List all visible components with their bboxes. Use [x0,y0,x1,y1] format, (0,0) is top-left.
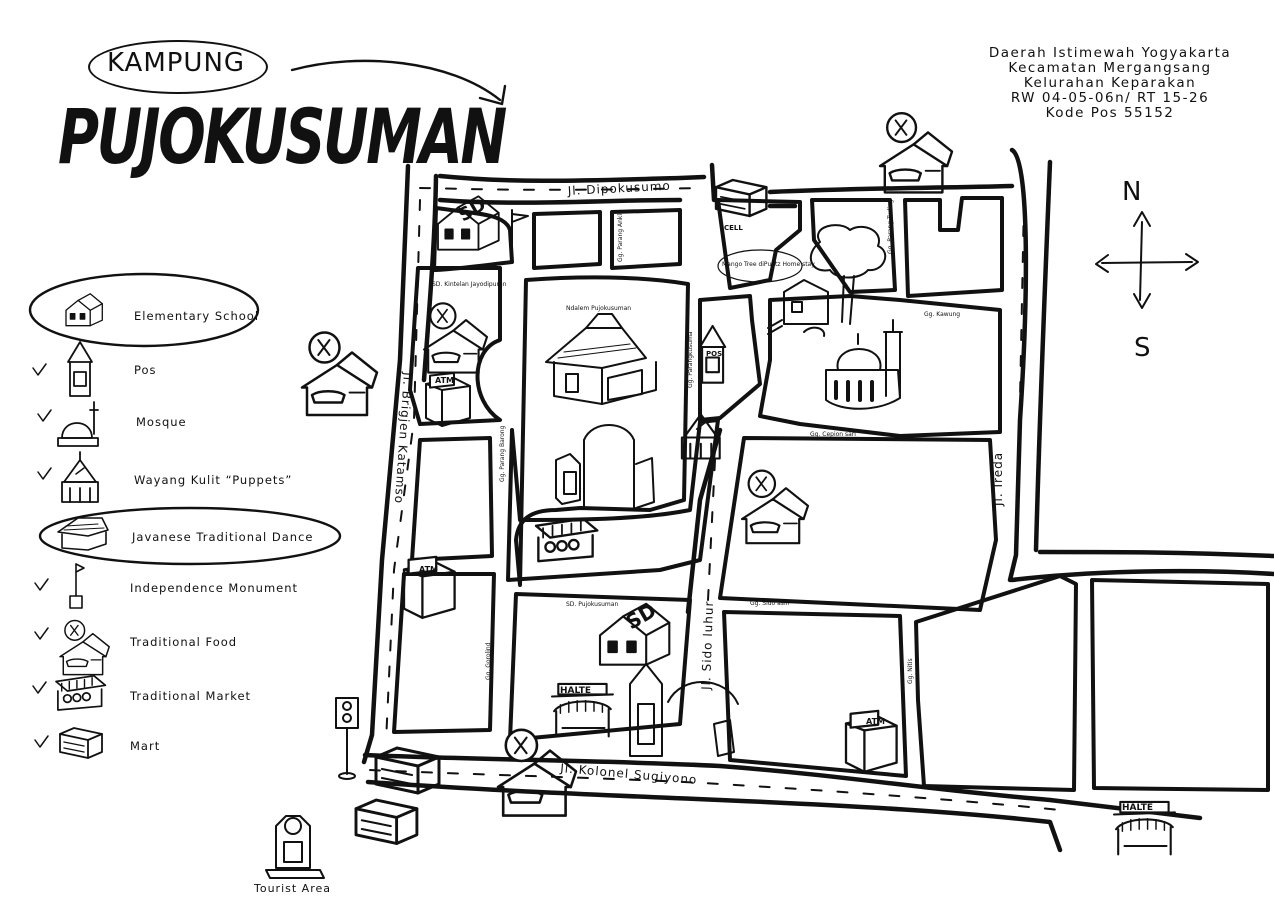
legend-item-label: Independence Monument [130,581,298,595]
road-centerlines [369,187,1061,811]
legend-item-label: Traditional Market [129,689,251,703]
legend [28,272,342,760]
check-icon [34,578,49,591]
check-icon [34,627,49,640]
legend-item-label: Elementary School [134,309,259,323]
address-line: Kelurahan Keparakan [1023,75,1197,91]
address-line: RW 04-05-06n/ RT 15-26 [1010,90,1210,106]
homestay-icon [767,279,829,337]
legend-item-label: Pos [134,363,157,377]
legend-mosque-icon [57,401,99,447]
sign-atm: ATM [866,717,885,726]
legend-mart-icon [58,726,104,760]
label-mango: Mango Tree diPuntz Home stay [722,261,815,268]
legend-highlight-oval [28,272,260,348]
sign-halte: HALTE [1122,803,1153,813]
ndalem-pendopo-icon [545,313,657,405]
label-gg-gorolind: Gg. Gorolind [485,642,492,680]
title-kampung-text: KAMPUNG [106,48,246,78]
food-icon [740,469,810,545]
address-line: Kecamatan Mergangsang [1008,60,1212,76]
speech-bubble [717,249,803,283]
sign-atm: ATM [435,376,454,385]
legend-food-icon [59,619,111,676]
title-kampung-badge: KAMPUNG [88,40,268,94]
sign-halte: HALTE [560,686,591,696]
label-gg-sido-asih: Gg. Sido asih [750,600,790,607]
sign-atm: ATM [419,565,438,574]
sign-cell: CELL [724,224,743,232]
street-label-dipokusumo: Jl. Dipokusumo [566,179,671,198]
legend-pendopo-icon [57,517,109,551]
mart-icon [354,798,419,846]
food-icon [300,331,379,417]
legend-wayang-icon [60,450,100,504]
street-label-ireda: Jl. Ireda [991,452,1005,507]
legend-highlight-oval [38,506,342,566]
tourist-kiosk-icon [265,815,325,879]
label-tourist-area: Tourist Area [253,882,331,895]
landmarks [265,111,1177,879]
sign-sd: SD [622,598,661,634]
legend-monument-icon [69,563,85,609]
mosque-icon [825,319,903,410]
market-icon [534,517,599,563]
gate-icon [629,663,739,757]
legend-labels: Elementary School Pos Mosque Wayang Kuli… [129,309,314,753]
legend-item-label: Javanese Traditional Dance [131,530,314,544]
label-gg-cepion: Gg. Cepion sari [810,431,856,438]
compass [1095,211,1199,309]
title-kampung-oval [88,40,268,94]
food-icon [878,111,954,194]
street-label-sido-luhur: Jl. Sido luhur [699,600,716,691]
label-gg-nitis: Gg. Nitis [907,658,914,684]
legend-school-icon [65,293,103,327]
check-icon [32,681,47,694]
label-gg-parangkusuma: Gg. Parangkusuma [687,331,694,388]
address-line: Kode Pos 55152 [1045,105,1175,121]
label-gg-parang-ankle: Gg. Parang Ankle [617,210,624,262]
legend-pos-icon [66,340,94,398]
legend-item-label: Mart [130,739,160,753]
label-sd-kintelan: SD. Kintelan Jayodipuran [432,281,507,288]
title-arrow [290,59,507,106]
check-icon [37,467,52,480]
compass-s-label: S [1134,333,1151,363]
label-ndalem: Ndalem Pujokusuman [566,305,631,312]
legend-item-label: Traditional Food [129,635,237,649]
sign-pos: POS [706,350,722,358]
traffic-light-icon [335,697,359,780]
label-sd-pujokusuman: SD. Pujokusuman [566,601,618,608]
page-title: PUJOKUSUMAN [58,92,507,181]
label-gg-kawung: Gg. Kawung [924,311,960,318]
compass-n-label: N [1122,177,1141,207]
label-gg-parang-barong: Gg. Parang Barong [499,425,506,482]
label-gg-parang-tuding: Gg. Parang Tuding [887,199,894,254]
mango-tree-icon [809,224,887,325]
city-blocks [392,196,1270,792]
road-network [361,147,1274,853]
legend-item-label: Wayang Kulit “Puppets” [134,473,292,487]
check-icon [37,409,52,422]
legend-item-label: Mosque [136,415,187,429]
mart-icon [714,178,768,218]
flag-icon [511,209,529,263]
address-block: Daerah Istimewah Yogyakarta Kecamatan Me… [960,46,1260,121]
check-icon [34,735,49,748]
address-line: Daerah Istimewah Yogyakarta [988,45,1232,61]
legend-market-icon [54,674,107,712]
gate-monument-icon [555,424,655,509]
check-icon [32,363,47,376]
